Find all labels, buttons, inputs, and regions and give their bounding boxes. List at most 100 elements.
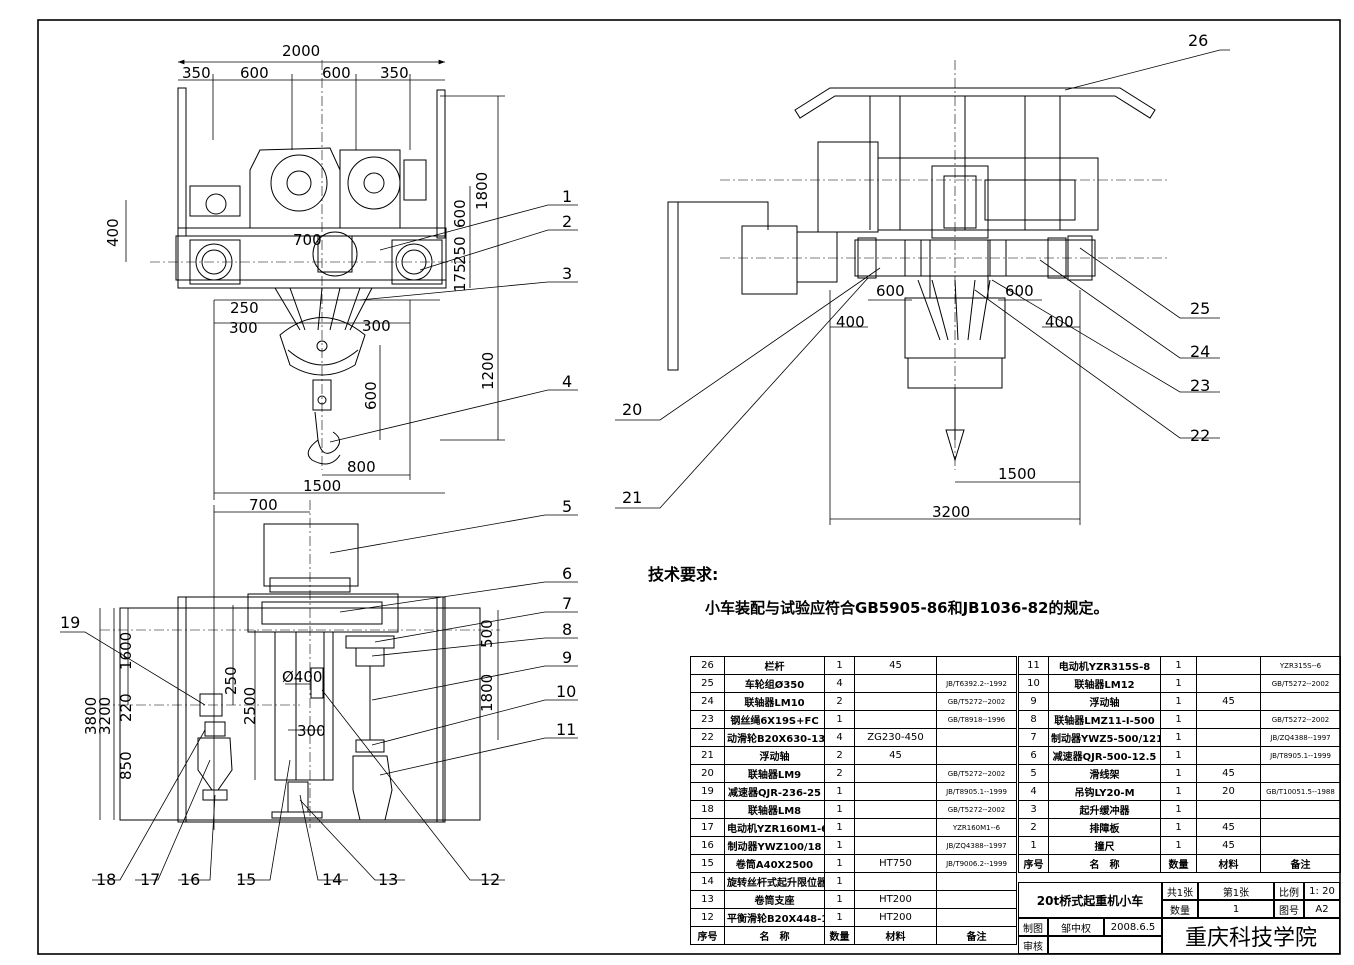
bom-cell-qty: 2 xyxy=(824,746,855,765)
bom-cell-no: 14 xyxy=(690,872,725,891)
bom-cell-mat: HT200 xyxy=(854,890,937,909)
dim-300-left: 300 xyxy=(229,319,258,337)
bom-cell-qty: 4 xyxy=(824,728,855,747)
bom-cell-mat xyxy=(1196,746,1261,765)
dim-250-bottom: 250 xyxy=(230,299,259,317)
bom-cell-std xyxy=(1260,800,1341,819)
bom-cell-no: 16 xyxy=(690,836,725,855)
school-name: 重庆科技学院 xyxy=(1162,918,1340,954)
bom-cell-qty: 1 xyxy=(1160,818,1197,837)
bom-cell-no: 23 xyxy=(690,710,725,729)
bom-cell-std: GB/T10051.5--1988 xyxy=(1260,782,1341,801)
dim-3200-side: 3200 xyxy=(932,503,970,521)
bom-cell-no: 13 xyxy=(690,890,725,909)
bom-cell-std: JB/ZQ4388--1997 xyxy=(1260,728,1341,747)
bom-cell-name: 电动机YZR160M1-6 xyxy=(724,818,825,837)
bom-cell-qty: 1 xyxy=(1160,746,1197,765)
plan-view: 700 500 1800 1600 3800 3200 220 850 250 … xyxy=(60,496,578,889)
bom-cell-no: 2 xyxy=(1018,818,1049,837)
label-18: 18 xyxy=(96,870,116,889)
bom-cell-qty: 1 xyxy=(824,908,855,927)
bom-cell-name: 吊钩LY20-M xyxy=(1048,782,1161,801)
bom-cell-no: 20 xyxy=(690,764,725,783)
bom-cell-name: 卷筒A40X2500 xyxy=(724,854,825,873)
bom-cell-name: 浮动轴 xyxy=(1048,692,1161,711)
bom-header-std: 备注 xyxy=(936,926,1017,945)
dim-800: 800 xyxy=(347,458,376,476)
bom-cell-name: 联轴器LM10 xyxy=(724,692,825,711)
bom-cell-mat: HT200 xyxy=(854,908,937,927)
bom-header-name: 名 称 xyxy=(1048,854,1161,873)
bom-cell-name: 联轴器LMZ11-I-500 xyxy=(1048,710,1161,729)
scale-value: 1: 20 xyxy=(1304,882,1340,900)
bom-header-std: 备注 xyxy=(1260,854,1341,873)
scale-label: 比例 xyxy=(1274,882,1304,900)
bom-cell-no: 1 xyxy=(1018,836,1049,855)
front-view: 2000 350 600 600 350 1800 600 250 175 70… xyxy=(104,42,578,500)
bom-header-row: 序号名 称数量材料备注 xyxy=(1018,854,1341,873)
label-2: 2 xyxy=(562,212,572,231)
bom-cell-std: JB/T8905.1--1999 xyxy=(1260,746,1341,765)
bom-cell-name: 卷筒支座 xyxy=(724,890,825,909)
label-8: 8 xyxy=(562,620,572,639)
bom-cell-qty: 2 xyxy=(824,692,855,711)
bom-cell-std xyxy=(936,728,1017,747)
bom-cell-no: 17 xyxy=(690,818,725,837)
bom-cell-mat: 45 xyxy=(1196,692,1261,711)
bom-cell-std: JB/T9006.2--1999 xyxy=(936,854,1017,873)
dim-600-side-left: 600 xyxy=(876,282,905,300)
bom-cell-name: 电动机YZR315S-8 xyxy=(1048,656,1161,675)
dim-400-side-right: 400 xyxy=(1045,313,1074,331)
label-19: 19 xyxy=(60,613,80,632)
label-14: 14 xyxy=(322,870,342,889)
bom-cell-no: 18 xyxy=(690,800,725,819)
bom-cell-std xyxy=(936,746,1017,765)
bom-cell-mat: 45 xyxy=(1196,836,1261,855)
bom-cell-no: 6 xyxy=(1018,746,1049,765)
bom-cell-std xyxy=(1260,692,1341,711)
bom-cell-no: 22 xyxy=(690,728,725,747)
bom-cell-qty: 2 xyxy=(824,764,855,783)
bom-cell-name: 车轮组Ø350 xyxy=(724,674,825,693)
dim-500-plan: 500 xyxy=(478,619,496,648)
bom-cell-name: 减速器QJR-236-25 xyxy=(724,782,825,801)
dim-600-side-right: 600 xyxy=(1005,282,1034,300)
bom-cell-std: GB/T5272--2002 xyxy=(936,692,1017,711)
bom-cell-std xyxy=(936,656,1017,675)
dim-300-right: 300 xyxy=(362,317,391,335)
label-11: 11 xyxy=(556,720,576,739)
dim-600-a: 600 xyxy=(240,64,269,82)
bom-cell-name: 旋转丝杆式起升限位器 xyxy=(724,872,825,891)
bom-header-name: 名 称 xyxy=(724,926,825,945)
bom-cell-qty: 1 xyxy=(1160,656,1197,675)
bom-cell-mat xyxy=(854,710,937,729)
bom-cell-std: JB/ZQ4388--1997 xyxy=(936,836,1017,855)
side-view: 600 600 400 400 1500 3200 26 25 24 23 22… xyxy=(615,31,1230,525)
bom-cell-std xyxy=(1260,818,1341,837)
bom-cell-no: 12 xyxy=(690,908,725,927)
bom-cell-no: 3 xyxy=(1018,800,1049,819)
bom-cell-name: 联轴器LM12 xyxy=(1048,674,1161,693)
drawn-by-label: 制图 xyxy=(1018,918,1048,936)
qty-label: 数量 xyxy=(1162,900,1198,918)
dim-700-plan: 700 xyxy=(249,496,278,514)
dim-300-plan: 300 xyxy=(297,722,326,740)
bom-cell-qty: 1 xyxy=(1160,782,1197,801)
qty-value: 1 xyxy=(1198,900,1274,918)
bom-cell-std xyxy=(1260,836,1341,855)
bom-cell-qty: 1 xyxy=(824,872,855,891)
bom-cell-qty: 1 xyxy=(1160,674,1197,693)
bom-cell-mat xyxy=(1196,728,1261,747)
